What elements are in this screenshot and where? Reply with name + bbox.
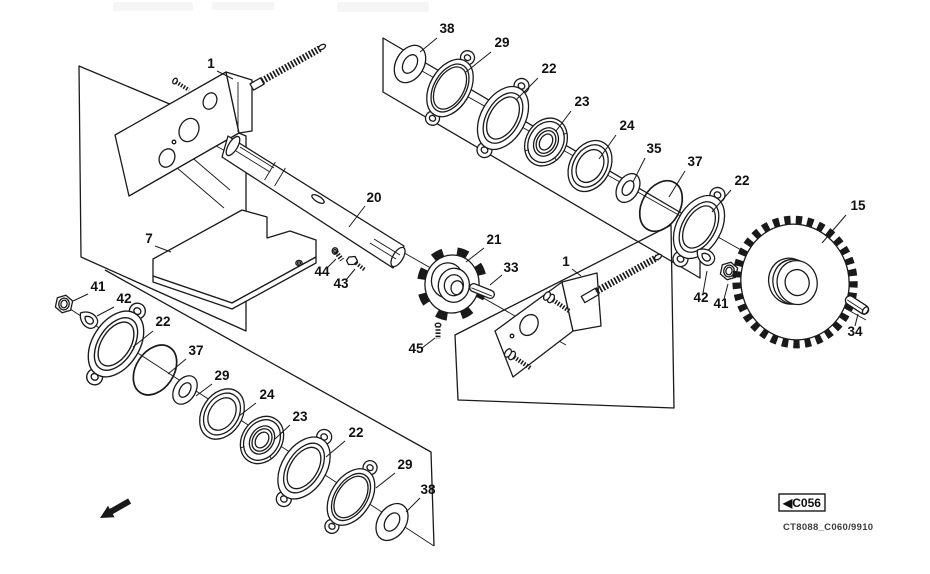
part-callout-35: 35 xyxy=(646,141,662,156)
callout-leader-7 xyxy=(154,245,172,253)
part-callout-20: 20 xyxy=(366,190,381,205)
part-callout-24: 24 xyxy=(619,118,635,133)
carriage-bolt-lower xyxy=(503,348,533,371)
callout-leader-1 xyxy=(216,70,234,80)
footer: ◀C056 CT8088_C060/9910 xyxy=(778,493,873,533)
callout-leader-41 xyxy=(72,293,89,302)
panel-right xyxy=(454,224,675,409)
part-callout-23: 23 xyxy=(574,94,590,109)
stud-bolt xyxy=(172,77,191,92)
part-callout-24: 24 xyxy=(259,387,275,402)
callout-leader-22 xyxy=(325,440,346,458)
hex-bolt-43 xyxy=(345,255,367,272)
callout-leader-21 xyxy=(465,247,485,263)
part-callout-7: 7 xyxy=(145,231,153,246)
callout-leader-37 xyxy=(668,170,686,198)
part-callout-34: 34 xyxy=(847,324,863,339)
collar-24 xyxy=(558,131,622,201)
drive-shaft-20 xyxy=(221,135,406,269)
ref-tag-box[interactable] xyxy=(778,493,826,512)
part-callout-22: 22 xyxy=(155,314,170,329)
part-callout-37: 37 xyxy=(188,343,203,358)
part-callout-37: 37 xyxy=(687,154,702,169)
hex-nut-41 xyxy=(53,292,75,316)
part-callout-29: 29 xyxy=(397,457,412,472)
callout-leader-43 xyxy=(345,268,356,281)
carriage-bolt-upper xyxy=(542,291,572,314)
scan-artifacts xyxy=(113,2,429,12)
threaded-rod-left xyxy=(249,43,327,91)
part-callout-42: 42 xyxy=(693,290,708,305)
part-callout-43: 43 xyxy=(333,276,349,291)
key-33 xyxy=(469,282,495,300)
callout-leader-41 xyxy=(723,283,729,300)
part-callout-23: 23 xyxy=(292,409,308,424)
part-callout-29: 29 xyxy=(494,35,509,50)
part-callout-44: 44 xyxy=(314,264,330,279)
doc-code: CT8088_C060/9910 xyxy=(783,522,873,533)
callout-leader-34 xyxy=(854,313,859,327)
callout-leader-22 xyxy=(711,189,732,213)
direction-arrow xyxy=(100,498,132,518)
threaded-rod-right xyxy=(580,253,663,304)
callout-leader-42 xyxy=(96,306,115,317)
part-callout-42: 42 xyxy=(116,291,131,306)
part-callout-29: 29 xyxy=(214,368,229,383)
set-screw-44 xyxy=(331,247,344,262)
callout-leader-1 xyxy=(571,268,582,277)
support-bracket-7 xyxy=(152,209,317,310)
callout-leader-22 xyxy=(515,77,539,101)
part-callout-22: 22 xyxy=(541,61,556,76)
callout-leader-45 xyxy=(421,337,436,349)
callout-leader-23 xyxy=(555,110,572,132)
part-callout-38: 38 xyxy=(439,21,455,36)
callout-leader-29 xyxy=(465,51,492,73)
callout-leader-15 xyxy=(821,214,847,244)
part-callout-41: 41 xyxy=(90,279,106,294)
callout-leader-29 xyxy=(375,472,396,489)
part-callout-41: 41 xyxy=(713,296,729,311)
part-callout-22: 22 xyxy=(734,173,749,188)
mounting-bracket-right xyxy=(494,253,663,378)
panel-lower xyxy=(104,269,435,547)
part-callout-45: 45 xyxy=(408,341,424,356)
callout-leader-29 xyxy=(195,383,213,397)
set-screw-45 xyxy=(434,322,442,339)
ref-tag-label[interactable]: ◀C056 xyxy=(782,496,821,510)
part-callout-38: 38 xyxy=(420,482,436,497)
callout-leader-20 xyxy=(348,205,366,228)
callout-leader-33 xyxy=(489,274,503,286)
callout-leader-38 xyxy=(419,37,438,53)
callout-leader-24 xyxy=(598,134,617,160)
key-34 xyxy=(844,295,870,315)
part-callout-1: 1 xyxy=(207,56,215,71)
callout-leader-42 xyxy=(702,270,708,294)
seal-washer-38 xyxy=(368,496,416,548)
part-callout-21: 21 xyxy=(486,232,502,247)
part-callout-15: 15 xyxy=(850,198,866,213)
part-callout-33: 33 xyxy=(503,260,519,275)
callout-leader-23 xyxy=(274,424,291,440)
drive-sprocket-15 xyxy=(732,215,858,349)
callout-leader-44 xyxy=(326,258,337,269)
callout-leader-24 xyxy=(238,402,257,417)
mounting-bracket-left xyxy=(114,43,327,197)
part-callout-1: 1 xyxy=(562,254,570,269)
callout-leader-37 xyxy=(167,358,187,375)
part-callout-22: 22 xyxy=(348,425,363,440)
callout-leader-38 xyxy=(405,497,421,513)
flange-22 xyxy=(657,176,741,278)
callout-leader-22 xyxy=(132,330,154,348)
keyhole-washer-42 xyxy=(75,306,102,332)
flange-22 xyxy=(70,291,162,397)
callout-leader-35 xyxy=(632,157,646,183)
